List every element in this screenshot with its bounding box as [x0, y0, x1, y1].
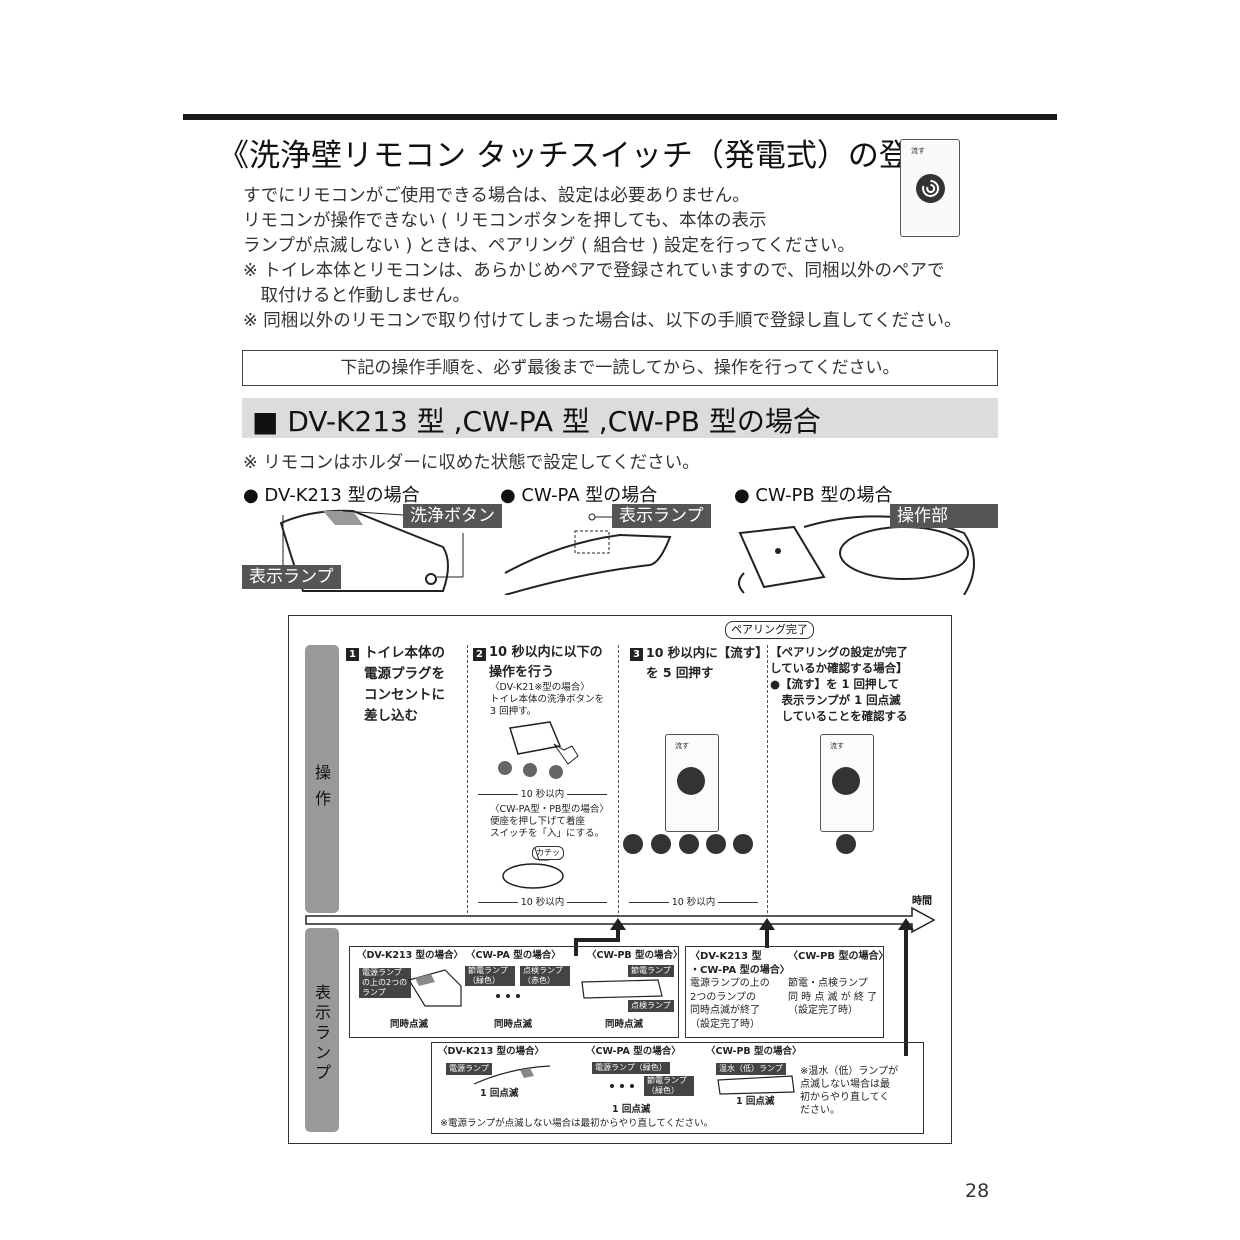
lamp3-note-right: ※温水（低）ランプが点滅しない場合は最 初からやり直してください。 [800, 1066, 899, 1116]
tag-flush-button: 洗浄ボタン [403, 504, 502, 528]
lamp1-tag-pa-check: 点検ランプ（赤色） [520, 966, 570, 986]
lamp3-tag-pb-warm: 温水（低）ランプ [716, 1063, 786, 1075]
step2-text: 10 秒以内に以下の操作を行う [489, 645, 603, 680]
timer-10s-b: 10 秒以内 [470, 897, 615, 909]
press-icon [836, 834, 856, 854]
divider [467, 645, 468, 913]
press-icon [651, 834, 671, 854]
step3-number: 3 [630, 645, 647, 661]
press-icon [733, 834, 753, 854]
press-icon [679, 834, 699, 854]
pa-lamp-dots [496, 994, 520, 998]
section-heading: ■ DV-K213 型 ,CW-PA 型 ,CW-PB 型の場合 [252, 405, 821, 438]
tag-indicator-lamp-pa: 表示ランプ [612, 504, 711, 528]
lamp-box-confirm [431, 1042, 924, 1134]
cw-pa-illustration [504, 513, 672, 595]
procedure-diagram [288, 615, 952, 1144]
lamp1-tag-pa-power: 節電ランプ（緑色） [465, 966, 515, 986]
lamp3-footer-pa: 1 回点滅 [612, 1104, 651, 1115]
flush-button-icon [832, 767, 860, 795]
row-label-lamp: 表示ランプ [305, 928, 339, 1132]
lamp3-tag-pa-power: 電源ランプ（緑色） [592, 1062, 670, 1074]
remote-illustration: 流す [900, 139, 960, 237]
time-label: 時間 [912, 896, 932, 907]
time-arrow [305, 906, 936, 934]
lamp1-tag-dv: 電源ランプの上の2つのランプ [359, 968, 411, 998]
pb-lamp3-illustration [717, 1075, 795, 1095]
page-title: 《洗浄壁リモコン タッチスイッチ（発電式）の登録》 [218, 138, 972, 174]
intro-text: すでにリモコンがご使用できる場合は、設定は必要ありません。 リモコンが操作できな… [243, 184, 961, 334]
intro-line: すでにリモコンがご使用できる場合は、設定は必要ありません。 [243, 186, 750, 206]
tag-indicator-lamp-dv: 表示ランプ [242, 565, 341, 589]
intro-line: ※ トイレ本体とリモコンは、あらかじめペアで登録されていますので、同梱以外のペア… [243, 261, 945, 281]
step3-text: 10 秒以内に【流す】を 5 回押す [646, 645, 768, 680]
lamp3-tag-pa-save: 節電ランプ（緑色） [644, 1076, 694, 1096]
timer-10s-c: 10 秒以内 [621, 897, 766, 909]
page-number: 28 [965, 1180, 990, 1202]
press-button-illustration [498, 721, 579, 779]
step1-text: トイレ本体の電源プラグを コンセントに差し込む [364, 645, 445, 724]
lamp3-header-dv: 〈DV-K213 型の場合〉 [438, 1046, 544, 1057]
lamp1-tag-pb-save: 節電ランプ [628, 965, 674, 977]
lamp1-header-pa: 〈CW-PA 型の場合〉 [466, 950, 561, 961]
lamp1-footer-pb: 同時点滅 [605, 1019, 644, 1030]
top-rule [183, 114, 1057, 120]
click-label: カチッ [532, 846, 564, 860]
divider [767, 645, 768, 913]
dv-lamp-illustration [408, 969, 462, 1007]
flush-button-icon [677, 767, 705, 795]
lamp1-footer-pa: 同時点滅 [494, 1019, 533, 1030]
remote-label: 流す [911, 147, 925, 155]
pa-lamp3-dots [610, 1084, 634, 1088]
step2-sub2: 〈CW-PA型・PB型の場合〉便座を押し下げて着座スイッチを「入」にする。 [490, 804, 609, 839]
lamp-box-blinking [349, 946, 679, 1038]
lamp3-footer-pb: 1 回点滅 [736, 1096, 775, 1107]
lamp-box-complete [685, 946, 884, 1038]
intro-line: 取付けると作動しません。 [243, 286, 470, 306]
lamp1-tag-pb-check: 点検ランプ [628, 1000, 674, 1012]
dv-lamp3-illustration [473, 1065, 551, 1085]
row-label-operation: 操 作 [305, 645, 339, 913]
lamp3-note-bottom: ※電源ランプが点滅しない場合は最初からやり直してください。 [440, 1118, 714, 1129]
intro-line: ランプが点滅しない ) ときは、ペアリング ( 組合せ ) 設定を行ってください… [243, 236, 855, 256]
remote-pad-step4: 流す [820, 734, 874, 832]
arrow-up-icon [574, 918, 626, 956]
remote-pad-step3: 流す [665, 734, 719, 832]
pairing-done-label: ペアリング完了 [725, 621, 814, 639]
pb-lamp-illustration [581, 979, 663, 999]
lamp3-footer-dv: 1 回点滅 [480, 1088, 519, 1099]
model-pb-label: ● CW-PB 型の場合 [734, 485, 893, 506]
lamp1-footer-dv: 同時点滅 [390, 1019, 429, 1030]
divider [618, 645, 619, 913]
press-icon [706, 834, 726, 854]
tag-operation-panel: 操作部 [890, 504, 998, 528]
lamp1-header-dv: 〈DV-K213 型の場合〉 [357, 950, 463, 961]
seat-press-illustration [502, 847, 564, 889]
arrow-up-icon [759, 918, 775, 948]
lamp3-header-pa: 〈CW-PA 型の場合〉 [586, 1046, 681, 1057]
lamp3-tag-dv-power: 電源ランプ [446, 1063, 492, 1075]
lamp1-header-pb: 〈CW-PB 型の場合〉 [587, 950, 683, 961]
model-dv-label: ● DV-K213 型の場合 [243, 485, 420, 506]
arrow-up-icon [898, 918, 914, 1056]
flush-button-icon [916, 174, 945, 203]
lamp2-right: 〈CW-PB 型の場合〉 節電・点検ランプ同 時 点 滅 が 終 了 （設定完了… [788, 951, 889, 1016]
step2-number: 2 [473, 645, 490, 661]
intro-line: ※ 同梱以外のリモコンで取り付けてしまった場合は、以下の手順で登録し直してくださ… [243, 311, 962, 331]
lamp3-header-pb: 〈CW-PB 型の場合〉 [706, 1046, 802, 1057]
intro-line: リモコンが操作できない ( リモコンボタンを押しても、本体の表示 [243, 211, 767, 231]
press-icon [623, 834, 643, 854]
step4-text: 【ペアリングの設定が完了しているか確認する場合】 ●【流す】を 1 回押して 表… [770, 645, 908, 723]
timer-10s-a: 10 秒以内 [470, 789, 615, 801]
notice-box: 下記の操作手順を、必ず最後まで一読してから、操作を行ってください。 [242, 350, 998, 386]
step1-number: 1 [346, 645, 363, 661]
model-pa-label: ● CW-PA 型の場合 [500, 485, 658, 506]
section-bar [242, 398, 998, 438]
dv-k213-illustration [279, 509, 464, 592]
section-note: ※ リモコンはホルダーに収めた状態で設定してください。 [243, 453, 700, 473]
